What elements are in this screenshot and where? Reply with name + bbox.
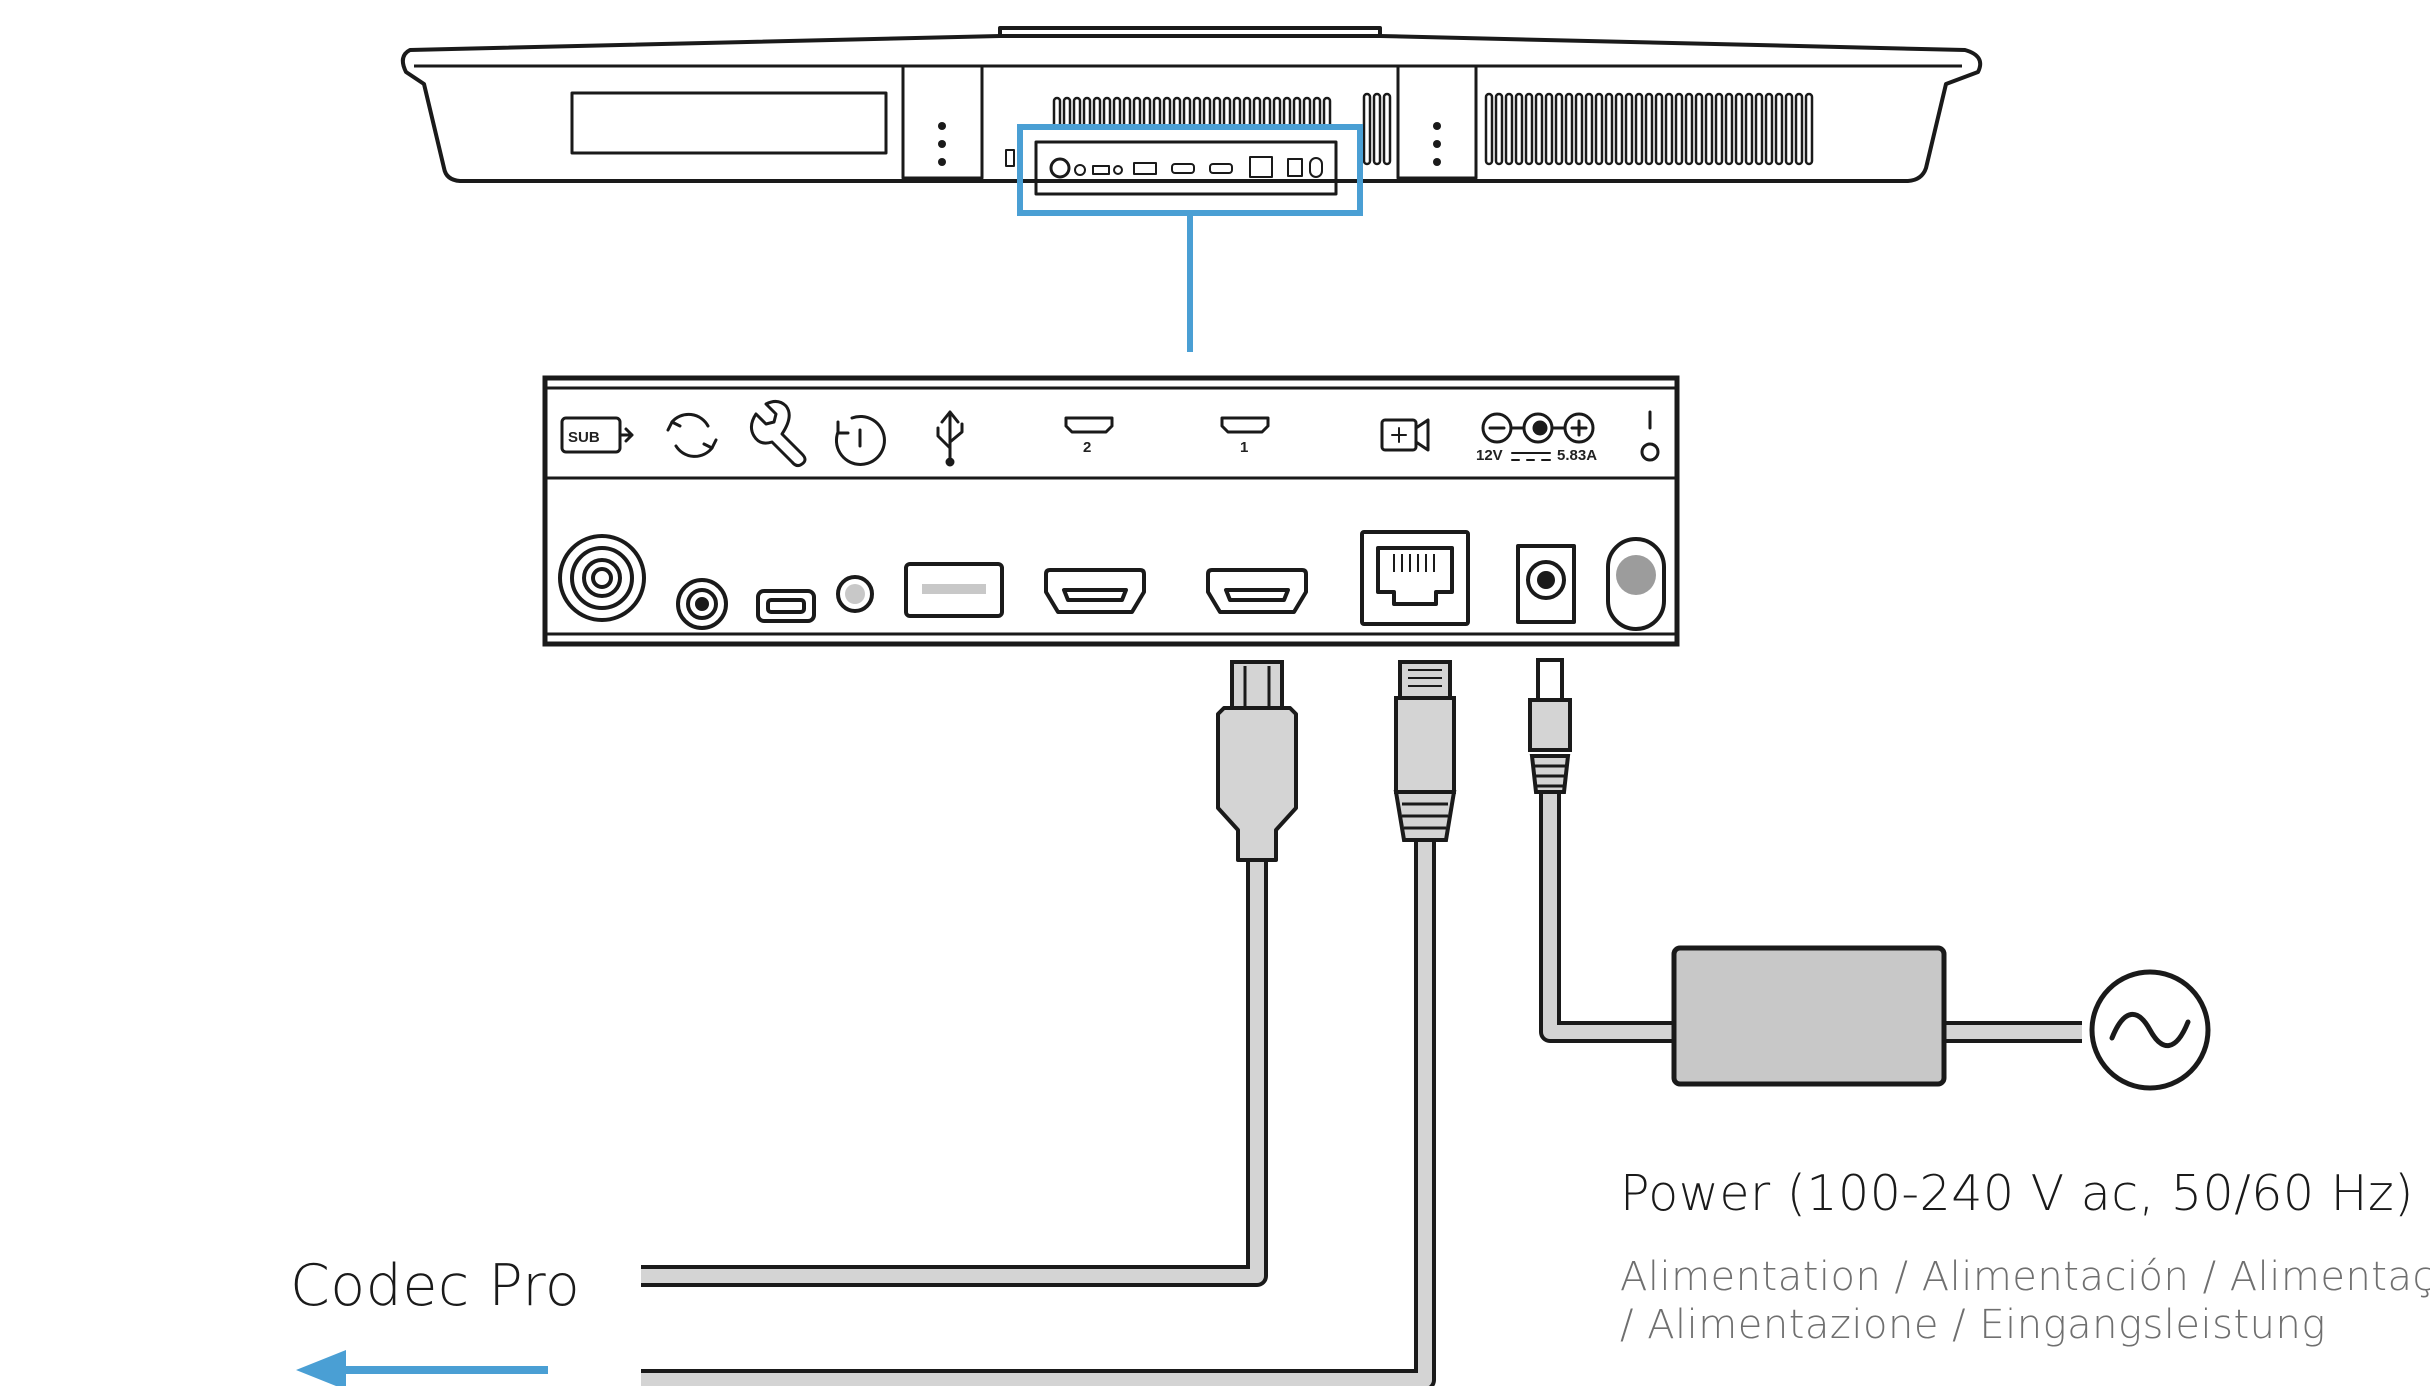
pairing-icon <box>666 412 718 458</box>
vent-slot <box>1504 92 1514 166</box>
vent-slot <box>1362 92 1372 166</box>
reset-button <box>836 575 874 613</box>
usb-port <box>904 562 1004 618</box>
current-label: 5.83A <box>1557 447 1597 464</box>
hdmi-2-label: 2 <box>1083 439 1091 456</box>
vent-slot <box>1614 92 1624 166</box>
sub-label: SUB <box>568 429 600 446</box>
vent-slot <box>1554 92 1564 166</box>
vent-slot <box>1764 92 1774 166</box>
hdmi-icon: 2 <box>1064 416 1114 456</box>
power-cable <box>1528 658 2082 1043</box>
vent-slot <box>1784 92 1794 166</box>
vent-slot <box>1704 92 1714 166</box>
ac-sine-icon <box>2089 969 2211 1091</box>
power-switch <box>1606 537 1666 631</box>
vent-slot <box>1524 92 1534 166</box>
hdmi-port-2 <box>1044 568 1146 614</box>
vent-slot <box>1382 92 1392 166</box>
ethernet-port <box>1360 530 1470 626</box>
dc-power-port <box>1516 544 1576 624</box>
port-row <box>558 530 1666 631</box>
hdmi-port-1 <box>1206 568 1308 614</box>
voltage-label: 12V <box>1476 447 1503 464</box>
vent-slot <box>1694 92 1704 166</box>
vent-slot <box>1664 92 1674 166</box>
vent-slot <box>1724 92 1734 166</box>
vent-slot <box>1734 92 1744 166</box>
vent-slot <box>1654 92 1664 166</box>
port-label-row: SUB 2 1 <box>560 399 1660 468</box>
vent-slot <box>1544 92 1554 166</box>
vent-slot <box>1774 92 1784 166</box>
device-bar <box>400 26 1983 196</box>
vent-slot <box>1634 92 1644 166</box>
vent-slot <box>1754 92 1764 166</box>
camera-control-icon <box>1380 418 1430 452</box>
vent-slot <box>1584 92 1594 166</box>
vent-slot <box>1684 92 1694 166</box>
vent-slot <box>1594 92 1604 166</box>
vent-slot <box>1372 92 1382 166</box>
service-port <box>756 589 816 623</box>
vent-slot <box>1564 92 1574 166</box>
power-title: Power (100-240 V ac, 50/60 Hz) <box>1620 1165 2414 1222</box>
vent-slot <box>1514 92 1524 166</box>
dc-polarity-icon: 12V 5.83A <box>1476 412 1597 464</box>
vent-slot <box>1494 92 1504 166</box>
power-adapter <box>1671 945 1947 1087</box>
vent-slot <box>1484 92 1494 166</box>
power-translations-line-2: / Alimentazione / Eingangsleistung <box>1620 1302 2326 1348</box>
hdmi-icon: 1 <box>1220 416 1270 456</box>
wrench-icon <box>749 399 807 468</box>
vent-slot <box>1744 92 1754 166</box>
vent-slot <box>1534 92 1544 166</box>
vent-slot <box>1794 92 1804 166</box>
vent-slot <box>1644 92 1654 166</box>
vent-slot <box>1574 92 1584 166</box>
pairing-port <box>676 578 728 630</box>
hdmi-1-label: 1 <box>1240 439 1248 456</box>
power-translations-line-1: Alimentation / Alimentación / Alimentaçã… <box>1620 1254 2430 1300</box>
vent-slot <box>1604 92 1614 166</box>
hdmi-cable <box>641 660 1298 1287</box>
ethernet-cable <box>641 660 1457 1386</box>
vent-slot <box>1674 92 1684 166</box>
codec-label: Codec Pro <box>290 1253 581 1319</box>
reset-icon <box>834 414 886 466</box>
vent-slot <box>1804 92 1814 166</box>
usb-icon <box>936 410 964 467</box>
arrow-left-icon <box>296 1350 548 1386</box>
vent-slot <box>1714 92 1724 166</box>
vent-slot <box>1624 92 1634 166</box>
sub-out-icon: SUB <box>560 416 634 454</box>
power-switch-icon <box>1640 410 1660 462</box>
sub-out-port <box>558 534 646 622</box>
